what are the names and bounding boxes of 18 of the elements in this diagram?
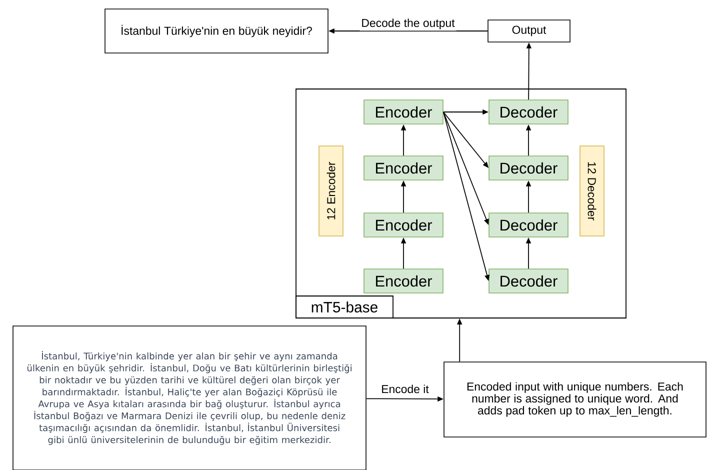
- paragraph-box: İstanbul, Türkiye'nin kalbinde yer alan bir şehir ve aynı zamanda ülkenin en büyük şehridir. İstanbul, Doğu ve Batı kültürlerinin birleştiği bir noktadır ve bu yüzden tarihi ve kültürel değeri olan birçok yer barındırmaktadır. İstanbul, Haliç'te yer alan Boğaziçi Köprüsü ile Avrupa ve Asya kıtaları arasında bir bağ oluşturur. İstanbul ayrıca İstanbul Boğazı ve Marmara Denizi ile çevrili olup, bu nedenle deniz taşımacılığı açısından da önemlidir. İstanbul, İstanbul Üniversitesi gibi ünlü üniversitelerinin de bulunduğu bir eğitim merkezidir.: [12, 326, 366, 470]
- output-box: Output: [488, 20, 570, 42]
- decoder-box: Decoder: [488, 100, 568, 124]
- encoder-box: Encoder: [364, 100, 444, 124]
- stack-count-label: 12 Encoder: [318, 146, 344, 236]
- decoder-box: Decoder: [488, 212, 568, 238]
- edge-label: Decode the output: [360, 17, 456, 31]
- question-box: İstanbul Türkiye'nin en büyük neyidir?: [104, 8, 328, 54]
- encoded-input-box: Encoded input with unique numbers. Each number is assigned to unique word. And adds pad token up to max_len_length.: [444, 362, 706, 438]
- model-container: [296, 88, 626, 318]
- encoder-box: Encoder: [364, 212, 444, 238]
- decoder-box: Decoder: [488, 156, 568, 180]
- edge-label: Encode it: [380, 383, 430, 395]
- model-name-label: mT5-base: [296, 296, 394, 318]
- encoder-box: Encoder: [364, 268, 444, 294]
- decoder-box: Decoder: [488, 268, 568, 294]
- encoder-box: Encoder: [364, 156, 444, 180]
- stack-count-label: 12 Decoder: [580, 146, 604, 236]
